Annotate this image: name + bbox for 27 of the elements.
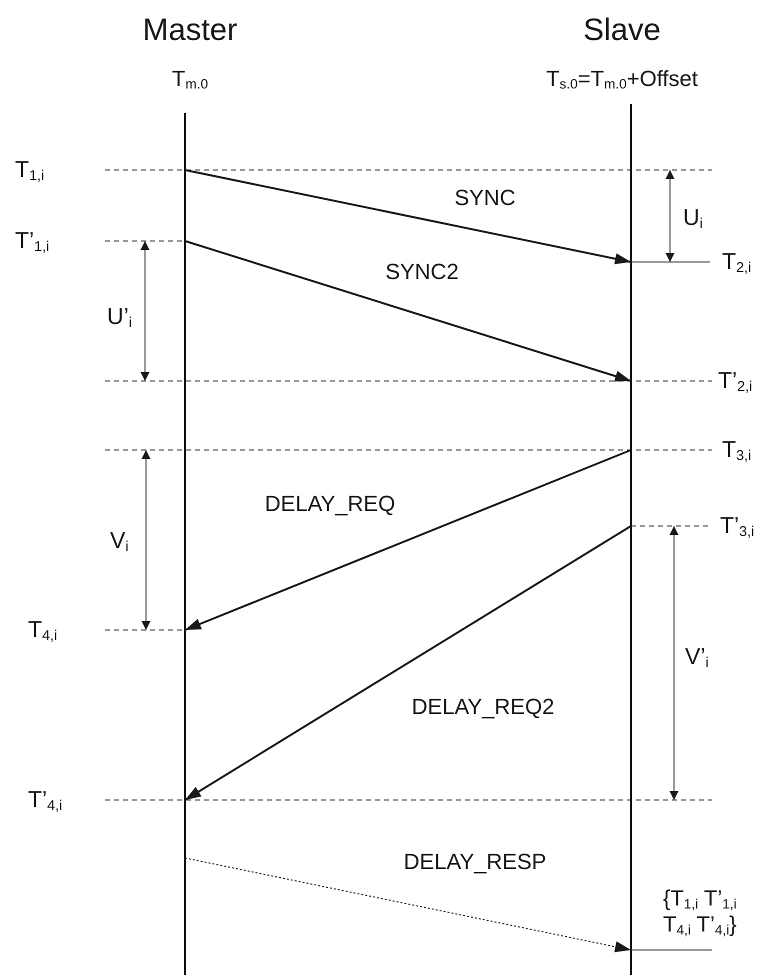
time-label: T’$_{2,i}$: [718, 367, 752, 395]
clock-label: T$_{m.0}$: [170, 66, 210, 92]
clock-label: T$_{s.0}$=T$_{m.0}$+Offset: [545, 66, 699, 92]
edge-label: DELAY_REQ2: [412, 694, 554, 720]
participant-name: Master: [142, 12, 238, 48]
interval-label: U’$_{i}$: [107, 303, 132, 331]
time-label: T$_{2,i}$: [722, 248, 752, 276]
interval-label: V’$_{i}$: [685, 643, 709, 671]
interval-label: V$_{i}$: [110, 527, 129, 555]
message-arrow: [184, 240, 632, 382]
message-arrow: [184, 858, 632, 952]
time-label: T$_{3,i}$: [722, 436, 752, 464]
message-arrow: [184, 169, 632, 264]
edge-label: SYNC: [454, 185, 516, 211]
interval-label: U$_{i}$: [683, 204, 703, 232]
participant-name: Slave: [582, 12, 662, 48]
edge-label: SYNC2: [385, 259, 459, 285]
time-label: T’$_{3,i}$: [720, 512, 754, 540]
time-label: T$_{4,i}$: [28, 616, 58, 644]
message-arrow: [184, 525, 632, 801]
time-label: T’$_{1,i}$: [15, 227, 50, 255]
edge-label: DELAY_REQ: [264, 491, 396, 517]
time-label: T’$_{4,i}$: [28, 786, 62, 814]
time-label: T$_{1,i}$: [15, 156, 44, 184]
message-arrow: [184, 449, 632, 631]
timestamp-set: {T$_{1,i}$ T’$_{1,i}$ T$_{4,i}$ T’$_{4,i}$}: [663, 886, 738, 938]
edge-label: DELAY_RESP: [404, 849, 546, 875]
